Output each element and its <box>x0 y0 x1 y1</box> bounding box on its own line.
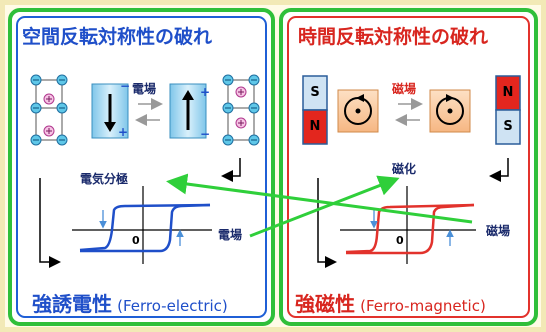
minus-charge-top: − <box>120 79 130 93</box>
ferroelectric-panel <box>8 8 275 326</box>
bar-magnet-left <box>302 75 328 145</box>
ferroelectric-title-jp: 強誘電性 <box>32 292 112 316</box>
magnetization-axis-label: 磁化 <box>392 162 417 176</box>
green-arrow-efield-to-magnetization <box>249 175 400 238</box>
polarization-cell-down <box>91 83 129 139</box>
left-panel-title: 空間反転対称性の破れ <box>22 26 213 48</box>
green-arrow-mfield-to-polarization <box>166 173 473 224</box>
right-hysteresis-upper <box>345 203 475 254</box>
ferromagnetic-panel <box>279 8 538 326</box>
bar-magnet-right <box>495 75 521 145</box>
right-stimulus-label: 磁場 <box>392 82 417 96</box>
magnet-left-top-letter: S <box>310 85 320 100</box>
left-cycle-bracket-left <box>39 178 61 268</box>
right-zero-label: 0 <box>396 234 404 247</box>
left-hysteresis-lower <box>80 203 211 253</box>
left-hysteresis-upper <box>79 203 211 252</box>
magnet-right-top-letter: N <box>502 85 514 100</box>
polarization-cell-up <box>169 83 207 139</box>
left-cycle-bracket-right <box>221 158 241 182</box>
right-cycle-bracket-left <box>317 178 337 268</box>
right-panel-title: 時間反転対称性の破れ <box>298 26 489 48</box>
polarization-axis-label: 電気分極 <box>80 172 129 186</box>
left-ion-lattice <box>30 74 68 146</box>
left-zero-label: 0 <box>132 234 140 247</box>
plus-charge-bottom: + <box>118 125 128 139</box>
spin-circle-right <box>429 89 471 133</box>
spin-circle-left <box>337 89 379 133</box>
right-ion-lattice <box>222 74 260 146</box>
ferroelectric-title-en: (Ferro-electric) <box>117 297 228 315</box>
ferroelectric-title: 強誘電性 (Ferro-electric) <box>32 288 228 317</box>
efield-axis-label: 電場 <box>218 228 243 242</box>
ferromagnetic-title-jp: 強磁性 <box>295 292 355 316</box>
ferromagnetic-title: 強磁性 (Ferro-magnetic) <box>295 288 486 317</box>
ferromagnetic-title-en: (Ferro-magnetic) <box>360 297 486 315</box>
plus-charge-top: + <box>200 85 210 99</box>
magnet-right-bottom-letter: S <box>503 119 513 134</box>
right-cycle-bracket-right <box>489 158 509 182</box>
left-stimulus-label: 電場 <box>132 82 157 96</box>
mfield-axis-label: 磁場 <box>486 224 511 238</box>
right-hysteresis-lower <box>346 203 475 255</box>
minus-charge-bottom: − <box>200 127 210 141</box>
magnet-left-bottom-letter: N <box>309 119 321 134</box>
